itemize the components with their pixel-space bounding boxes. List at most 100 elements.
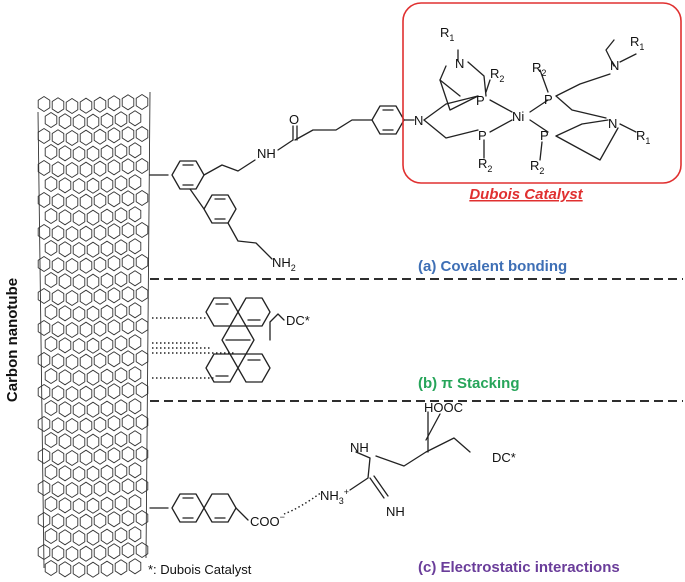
nanotube-hexagon xyxy=(37,351,51,369)
nanotube-hexagon xyxy=(51,545,65,562)
nanotube-hexagon xyxy=(51,97,65,114)
amide-oxygen: O xyxy=(289,112,299,127)
nanotube-hexagon xyxy=(114,207,128,224)
carboxylate-coo-main: COO xyxy=(250,514,280,529)
nanotube-hexagon xyxy=(86,497,100,514)
nanotube-hexagon xyxy=(58,209,72,226)
nanotube-hexagon xyxy=(65,129,79,147)
nanotube-hexagon xyxy=(93,544,107,561)
r2-top-left: R2 xyxy=(490,66,504,84)
amide-nh: NH xyxy=(257,146,276,161)
nanotube-hexagon xyxy=(79,481,93,498)
nanotube-hexagon xyxy=(65,353,79,371)
p-upper-left: P xyxy=(476,93,485,108)
hooc-group: HOOC xyxy=(424,400,463,415)
nanotube-hexagon xyxy=(58,465,72,482)
nanotube-hexagon xyxy=(128,238,142,255)
nanotube-hexagon xyxy=(51,513,65,530)
nanotube-hexagon xyxy=(128,206,142,223)
nanotube-hexagon xyxy=(37,479,51,497)
nanotube-hexagon xyxy=(114,559,128,576)
nanotube-hexagon xyxy=(107,95,121,112)
p-upper-right: P xyxy=(544,92,553,107)
nanotube-mesh xyxy=(37,91,151,579)
ammonium-nh3-main: NH xyxy=(320,488,339,503)
nanotube-hexagon xyxy=(114,431,128,448)
nanotube-hexagon xyxy=(86,465,100,482)
nanotube-hexagon xyxy=(79,417,93,434)
nanotube-hexagon xyxy=(128,110,142,127)
nanotube-hexagon xyxy=(65,225,79,243)
nanotube-hexagon xyxy=(51,385,65,402)
nanotube-hexagon xyxy=(37,415,51,433)
nanotube-hexagon xyxy=(44,143,58,161)
nanotube-hexagon xyxy=(114,399,128,416)
r2-top-right: R2 xyxy=(532,60,546,78)
nanotube-hexagon xyxy=(37,447,51,465)
nanotube-hexagon xyxy=(37,159,51,177)
r2-bottom-right: R2 xyxy=(530,158,544,176)
nanotube-hexagon xyxy=(93,352,107,369)
nanotube-hexagon xyxy=(44,207,58,225)
nanotube-hexagon xyxy=(72,209,86,227)
nanotube-hexagon xyxy=(86,433,100,450)
nanotube-hexagon xyxy=(93,320,107,337)
nanotube-hexagon xyxy=(72,433,86,451)
nanotube-hexagon xyxy=(128,142,142,159)
nanotube-hexagon xyxy=(44,335,58,353)
nanotube-hexagon xyxy=(107,127,121,144)
nanotube-hexagon xyxy=(86,369,100,386)
nanotube-hexagon xyxy=(100,304,114,321)
nanotube-hexagon xyxy=(79,321,93,338)
nanotube-hexagon xyxy=(79,225,93,242)
nanotube-hexagon xyxy=(58,113,72,130)
nanotube-hexagon xyxy=(44,495,58,513)
nanotube-hexagon xyxy=(135,509,149,527)
r1-top-left: R1 xyxy=(440,25,454,43)
nanotube-hexagon xyxy=(128,366,142,383)
nanotube-hexagon xyxy=(114,175,128,192)
nanotube-hexagon xyxy=(100,176,114,193)
nanotube-hexagon xyxy=(65,97,79,115)
nanotube-hexagon xyxy=(93,128,107,145)
nanotube-hexagon xyxy=(79,545,93,562)
nanotube-hexagon xyxy=(86,561,100,578)
nanotube-hexagon xyxy=(135,285,149,303)
p-lower-left: P xyxy=(478,128,487,143)
nanotube-hexagon xyxy=(44,367,58,385)
nanotube-hexagon xyxy=(51,417,65,434)
n-bottom-right: N xyxy=(608,116,617,131)
nanotube-hexagon xyxy=(135,381,149,399)
r1-top-left-sub: 1 xyxy=(449,33,454,43)
nanotube-hexagon xyxy=(51,289,65,306)
nanotube-hexagon xyxy=(65,417,79,435)
nanotube-hexagon xyxy=(72,369,86,387)
nanotube-hexagon xyxy=(100,336,114,353)
nanotube-hexagon xyxy=(86,113,100,130)
nanotube-hexagon xyxy=(65,321,79,339)
nanotube-hexagon xyxy=(72,497,86,515)
nanotube-hexagon xyxy=(107,351,121,368)
nanotube-hexagon xyxy=(72,337,86,355)
nanotube-hexagon xyxy=(72,177,86,195)
nanotube-hexagon xyxy=(58,273,72,290)
nanotube-hexagon xyxy=(107,191,121,208)
nanotube-hexagon xyxy=(79,97,93,114)
n-top-right: N xyxy=(610,58,619,73)
nanotube-hexagon xyxy=(135,317,149,335)
nanotube-hexagon xyxy=(121,510,135,527)
pi-stacking-label: (b) π Stacking xyxy=(418,375,520,392)
nanotube-hexagon xyxy=(93,224,107,241)
nanotube-hexagon xyxy=(107,159,121,176)
catalyst-n-attach: N xyxy=(414,113,423,128)
nanotube-hexagon xyxy=(86,273,100,290)
nanotube-hexagon xyxy=(107,223,121,240)
nanotube-hexagon xyxy=(100,432,114,449)
nanotube-hexagon xyxy=(121,190,135,207)
nanotube-hexagon xyxy=(58,305,72,322)
nanotube-hexagon xyxy=(37,511,51,529)
r2-bottom-right-main: R xyxy=(530,158,539,173)
nanotube-hexagon xyxy=(65,193,79,211)
amine-nh2: NH2 xyxy=(272,255,296,273)
nanotube-hexagon xyxy=(135,541,149,559)
